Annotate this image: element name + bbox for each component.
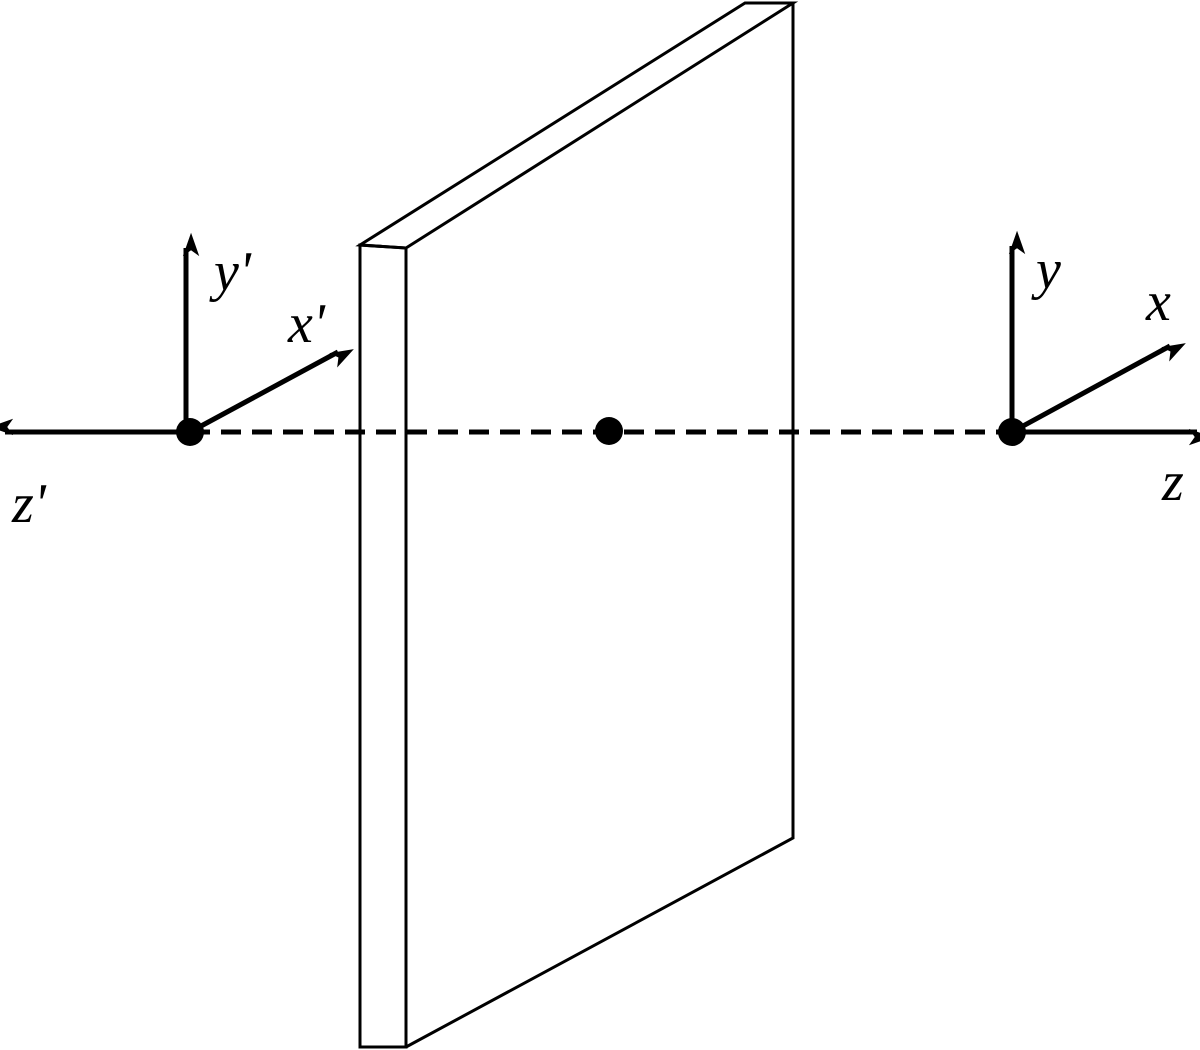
x-prime-axis-arrow [188, 349, 354, 435]
center-dot [595, 417, 623, 445]
plate-face [405, 3, 795, 1049]
x-axis-arrow [1010, 343, 1186, 435]
label-x: x [1145, 271, 1171, 333]
right-coordinate-frame [1008, 230, 1200, 446]
plate [355, 1, 799, 1049]
left-origin-dot [176, 418, 204, 446]
right-origin-dot [998, 418, 1026, 446]
plate-front-edge [358, 243, 408, 1049]
label-z-prime: z' [11, 473, 47, 535]
label-y-prime: y' [209, 241, 252, 303]
left-coordinate-frame [0, 232, 354, 436]
label-x-prime: x' [287, 293, 326, 355]
label-y: y [1031, 239, 1061, 301]
plate-top-edge [355, 1, 799, 250]
label-z: z [1161, 451, 1184, 513]
